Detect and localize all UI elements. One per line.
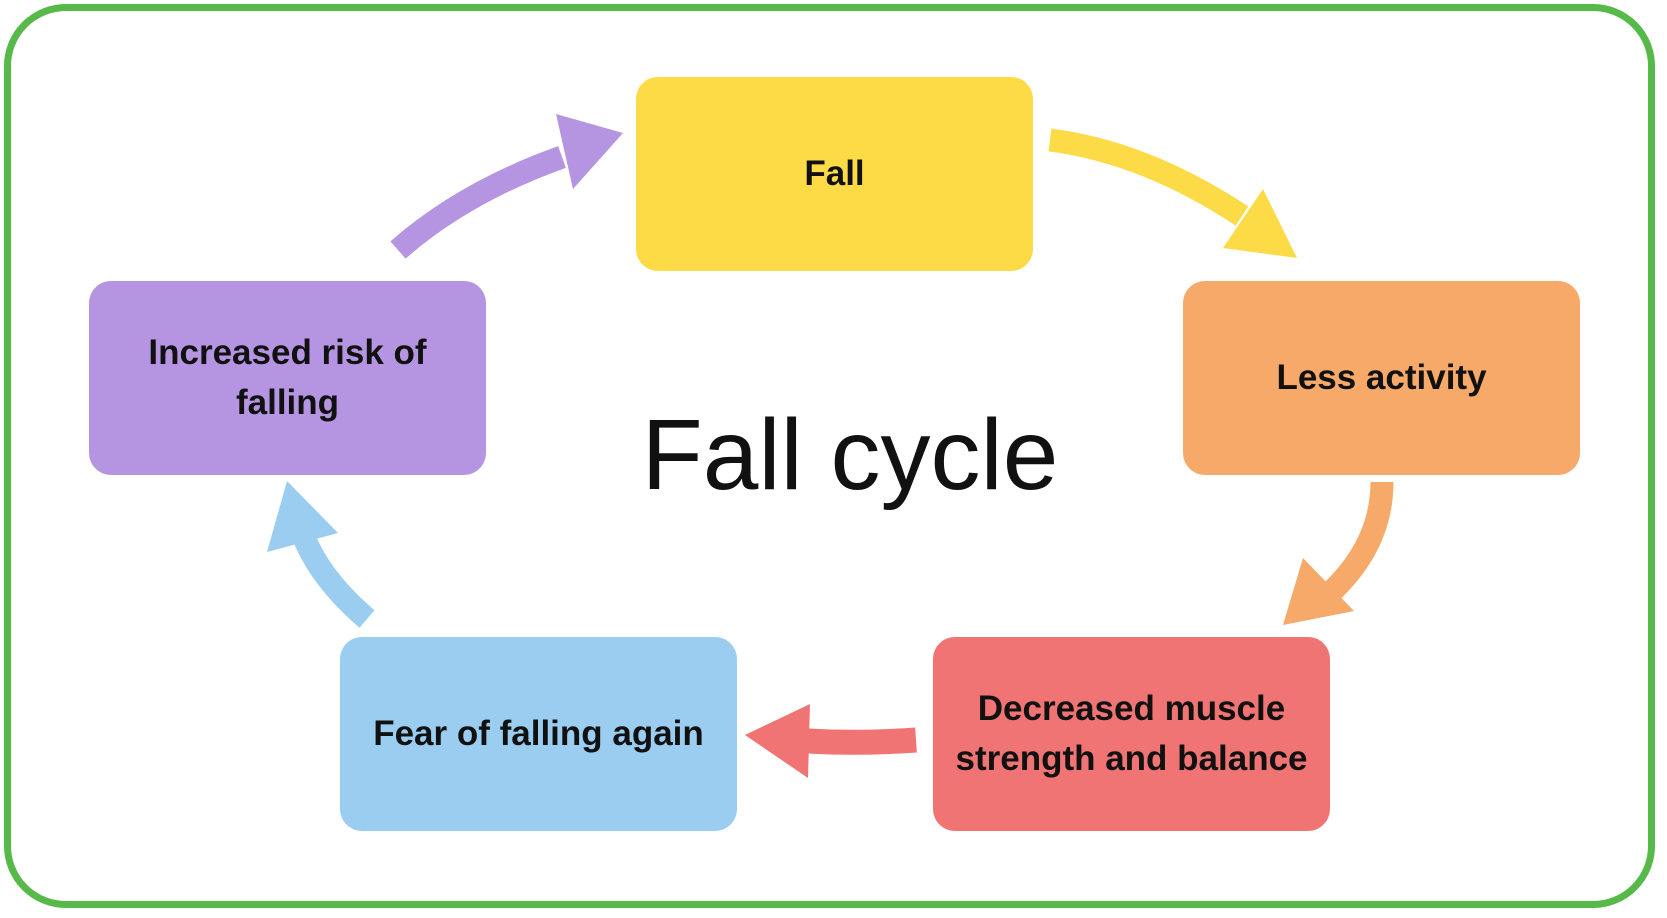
step-less-activity-label: Less activity xyxy=(1276,358,1487,397)
step-fear-of-falling-label: Fear of falling again xyxy=(373,714,704,753)
arrow-fall-to-less-activity xyxy=(1048,128,1297,258)
arrow-risk-to-fall xyxy=(390,114,623,259)
step-fall-label: Fall xyxy=(804,154,865,193)
arrow-less-activity-to-muscle xyxy=(1283,481,1394,625)
arrow-fear-to-risk xyxy=(267,481,375,628)
step-fall: Fall xyxy=(636,77,1033,271)
step-less-activity: Less activity xyxy=(1183,281,1580,475)
step-fear-of-falling: Fear of falling again xyxy=(340,637,737,831)
arrow-muscle-to-fear xyxy=(745,704,917,778)
step-decreased-muscle-strength: Decreased muscle strength and balance xyxy=(933,637,1330,831)
diagram-title: Fall cycle xyxy=(641,399,1059,511)
step-increased-risk: Increased risk of falling xyxy=(89,281,486,475)
step-decreased-muscle-strength-label: Decreased muscle strength and balance xyxy=(955,689,1308,778)
step-increased-risk-label: Increased risk of falling xyxy=(148,333,427,422)
